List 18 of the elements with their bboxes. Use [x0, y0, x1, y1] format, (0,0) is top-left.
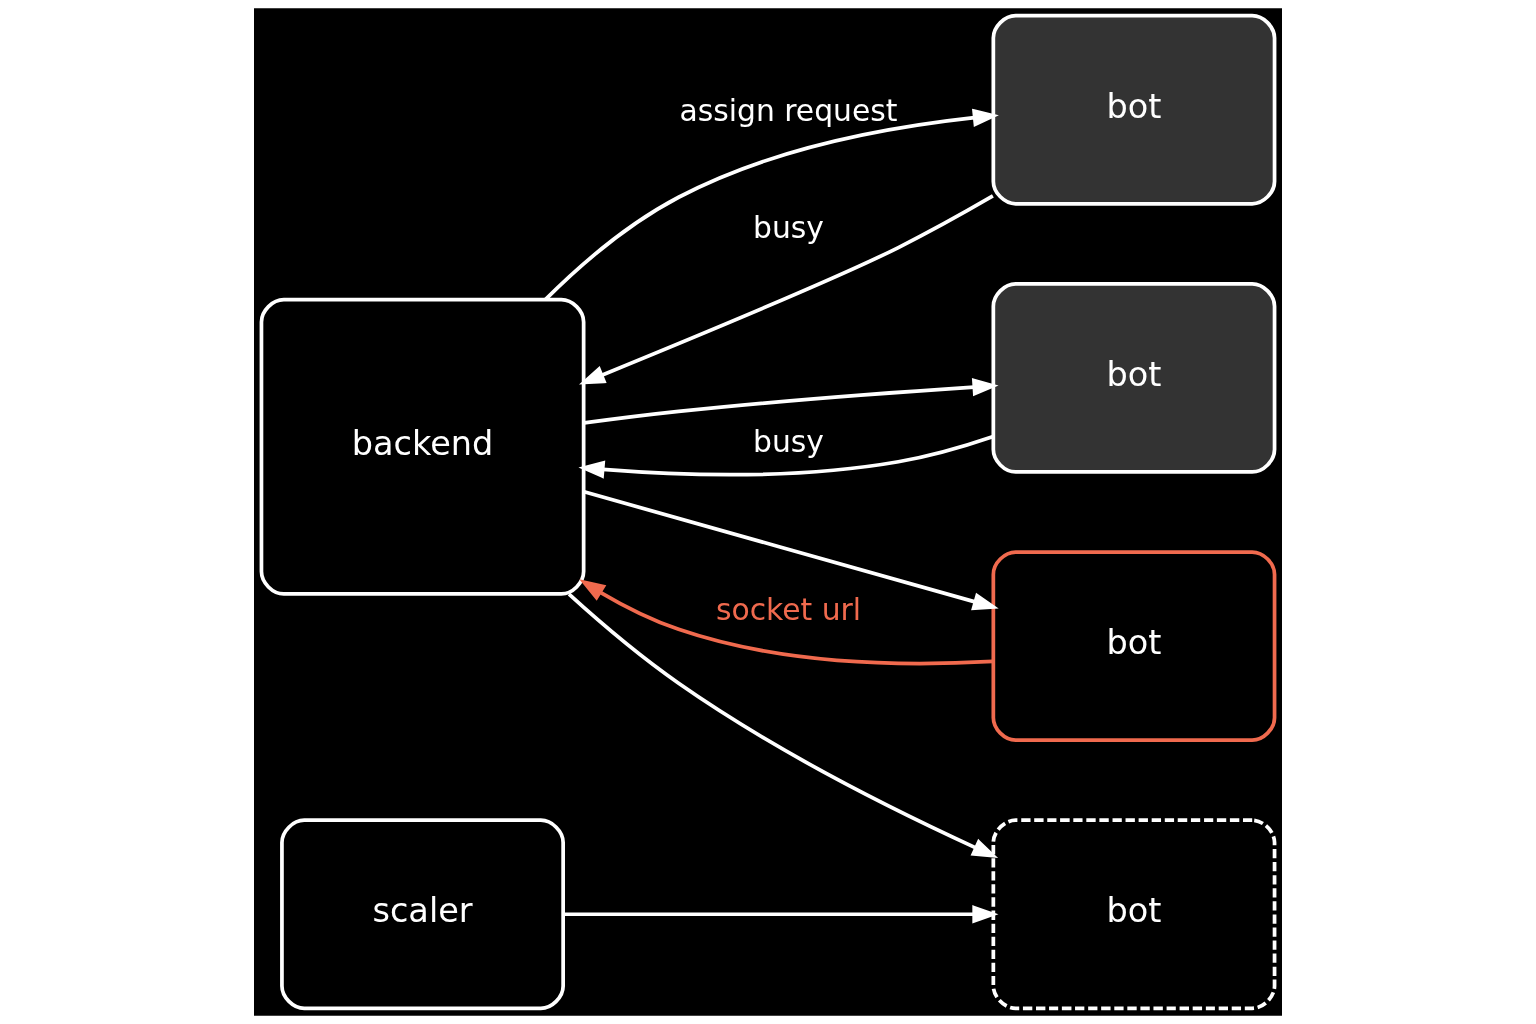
arrow — [578, 434, 994, 479]
edge-label: busy — [753, 209, 824, 245]
node-box: scaler — [280, 818, 565, 1011]
node-box: bot — [991, 818, 1277, 1011]
arrow — [579, 194, 994, 385]
node-box: bot — [991, 282, 1277, 474]
arrow — [579, 579, 993, 666]
edge-label: busy — [753, 424, 824, 460]
arrow — [563, 905, 999, 924]
node-box: bot — [991, 13, 1277, 206]
node-box: bot — [991, 550, 1277, 742]
edge-label: socket url — [715, 591, 862, 627]
arrow — [544, 108, 999, 301]
arrow — [567, 592, 999, 859]
node-box: backend — [259, 297, 586, 596]
arrow — [584, 378, 999, 425]
arrow — [583, 490, 999, 611]
edge-label: assign request — [679, 92, 898, 128]
